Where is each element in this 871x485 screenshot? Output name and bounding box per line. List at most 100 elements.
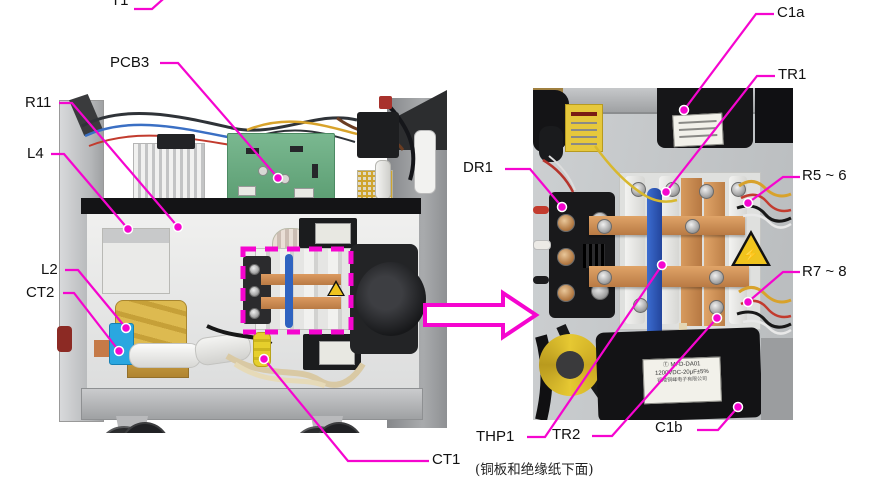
magnify-arrow <box>423 289 540 341</box>
dr1-wire-black <box>533 276 549 284</box>
terminal-screw <box>249 286 260 297</box>
fan-rotor <box>356 262 426 336</box>
label-pcb3: PCB3 <box>110 54 150 71</box>
leader-ct2 <box>63 291 120 352</box>
leader-r11 <box>59 101 179 228</box>
dot-c1b <box>732 401 744 413</box>
dot-tr2 <box>711 312 723 324</box>
red-connector <box>57 326 72 352</box>
cooling-fan <box>350 244 426 354</box>
pcb-connector <box>238 186 256 196</box>
dot-r5-6 <box>742 197 754 209</box>
terminal-screw <box>249 308 260 319</box>
copper-bar-vertical-1 <box>681 178 702 326</box>
pcb-ic <box>312 164 318 178</box>
label-thp1: THP1 <box>476 428 515 445</box>
blue-thermistor-cable <box>647 188 662 338</box>
dot-r7-8 <box>742 296 754 308</box>
dot-thp1 <box>656 259 668 271</box>
relay-box <box>102 228 170 294</box>
black-block-bottom <box>303 334 361 370</box>
sticker-text-bar <box>571 122 597 124</box>
label-l4: L4 <box>27 145 44 162</box>
label-t1: T1 <box>111 0 129 9</box>
copper-screw <box>699 184 714 199</box>
block-label <box>315 223 351 244</box>
rubber-boot-2 <box>539 126 563 162</box>
heatsink <box>133 143 205 200</box>
label-c1a: C1a <box>777 4 805 21</box>
label-l2: L2 <box>41 261 58 278</box>
label-ct1-note: (铜板和绝缘纸下面) <box>475 462 594 478</box>
sticker-text-bar <box>571 129 597 131</box>
dot-dr1 <box>556 201 568 213</box>
bottom-rail <box>81 388 423 420</box>
ceramic-column <box>625 176 645 324</box>
power-module-detail-photo: ⚡ <box>533 88 793 420</box>
sticker-text-bar <box>571 143 597 145</box>
sticker-text-bar <box>571 136 597 138</box>
label-r5-6: R5 ~ 6 <box>802 167 847 184</box>
copper-busbar-h2 <box>589 266 749 287</box>
dr1-wire-white <box>533 240 551 250</box>
leader-r7-8 <box>747 270 800 303</box>
top-right-block <box>755 88 793 143</box>
copper-busbar-upper <box>261 274 341 285</box>
label-ct1: CT1 <box>432 451 461 468</box>
label-r11: R11 <box>25 94 52 111</box>
copper-screw <box>685 219 700 234</box>
bottom-right-block <box>761 338 793 420</box>
leader-dr1 <box>505 167 563 208</box>
copper-busbar-h1 <box>589 216 745 235</box>
dot-c1a <box>678 104 690 116</box>
pcb-ic <box>290 146 303 152</box>
vent-slots <box>583 244 605 268</box>
dot-r11 <box>172 221 184 233</box>
red-component <box>379 96 392 109</box>
label-dr1: DR1 <box>463 159 494 176</box>
igbt-module-small <box>243 256 271 324</box>
black-block-top <box>299 218 357 248</box>
copper-screw <box>597 219 612 234</box>
leader-dots <box>113 104 754 413</box>
dot-ct2 <box>113 345 125 357</box>
copper-screw <box>709 270 724 285</box>
dot-pcb3 <box>272 172 284 184</box>
terminal-screw <box>557 214 575 232</box>
leader-ct1 <box>263 358 429 463</box>
copper-busbar-lower <box>261 297 341 309</box>
sticker-text-bar <box>571 112 597 116</box>
label-ct2: CT2 <box>26 284 55 301</box>
pcb3-board <box>227 133 335 202</box>
detail-region-outline <box>240 246 354 335</box>
leader-c1b <box>697 406 739 432</box>
toroid-hole <box>556 351 584 379</box>
dr1-wire-red <box>533 206 549 214</box>
heatsink-cap <box>157 134 195 149</box>
leader-c1a <box>683 12 774 111</box>
label-tr1: TR1 <box>778 66 807 83</box>
terminal-screw <box>557 248 575 266</box>
label-c1b: C1b <box>655 419 683 436</box>
leader-tr2 <box>592 317 718 438</box>
blue-sense-wire-small <box>285 254 293 328</box>
terminal-screw <box>249 264 260 275</box>
block-label <box>319 341 355 365</box>
terminal-screw <box>557 284 575 302</box>
yellow-warning-sticker <box>565 104 603 152</box>
dot-l2 <box>120 322 132 334</box>
mid-shelf <box>81 198 421 214</box>
pcb-ic <box>246 148 259 154</box>
leader-r5-6 <box>747 175 800 204</box>
top-transformer-block <box>357 112 399 158</box>
ceramic-column <box>729 176 747 324</box>
lightning-icon: ⚡ <box>742 247 760 262</box>
white-cylinder <box>129 343 201 368</box>
yellow-toroid <box>539 334 601 396</box>
machine-side-photo <box>57 88 447 433</box>
leader-l4 <box>51 152 129 230</box>
copper-screw <box>731 182 746 197</box>
ceramic-column <box>659 176 679 324</box>
